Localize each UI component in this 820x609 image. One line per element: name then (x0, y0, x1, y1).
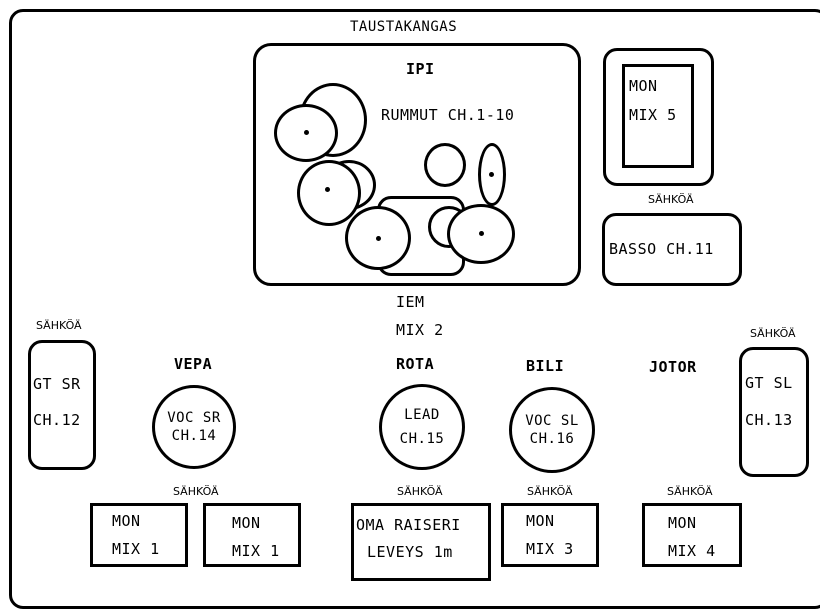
power-label: SÄHKÖÄ (527, 485, 573, 498)
backdrop-label: TAUSTAKANGAS (350, 19, 458, 35)
power-label: SÄHKÖÄ (36, 319, 82, 332)
mon-mix1b-line2: MIX 1 (232, 542, 280, 560)
performer-jotor: JOTOR (649, 358, 697, 376)
power-label: SÄHKÖÄ (173, 485, 219, 498)
mon-mix4-wedge (642, 503, 742, 567)
iem-line2: MIX 2 (396, 321, 444, 339)
drum-center-dot (479, 231, 484, 236)
mon-mix5-line2: MIX 5 (629, 106, 677, 124)
drum-small-tom (424, 143, 466, 187)
gt-sr-line2: CH.12 (33, 411, 81, 429)
drum-center-dot (489, 172, 494, 177)
mic-lead: LEAD CH.15 (379, 384, 465, 470)
mic-lead-line1: LEAD (404, 407, 440, 423)
riser-line2: LEVEYS 1m (367, 543, 453, 561)
mic-voc-sr-line1: VOC SR (167, 410, 221, 426)
riser (351, 503, 491, 581)
power-label: SÄHKÖÄ (667, 485, 713, 498)
mon-mix1-wedge-a (90, 503, 188, 567)
mic-voc-sr: VOC SR CH.14 (152, 385, 236, 469)
drums-label: RUMMUT CH.1-10 (381, 106, 515, 124)
mon-mix4-line2: MIX 4 (668, 542, 716, 560)
mon-mix4-line1: MON (668, 514, 697, 532)
gt-sr-amp (28, 340, 96, 470)
gt-sr-line1: GT SR (33, 375, 81, 393)
mon-mix5-outer (603, 48, 714, 186)
mon-mix3-line1: MON (526, 512, 555, 530)
mon-mix1a-line2: MIX 1 (112, 540, 160, 558)
bass-label: BASSO CH.11 (609, 240, 714, 258)
cymbal (478, 143, 506, 206)
performer-rota: ROTA (396, 355, 435, 373)
mic-voc-sl-line2: CH.16 (529, 431, 575, 447)
mon-mix3-wedge (501, 503, 599, 567)
mon-mix5-wedge (622, 64, 694, 168)
performer-vepa: VEPA (174, 355, 213, 373)
gt-sl-line2: CH.13 (745, 411, 793, 429)
drum-area (253, 43, 581, 286)
mon-mix1a-line1: MON (112, 512, 141, 530)
drums-title: IPI (406, 60, 435, 78)
power-label: SÄHKÖÄ (397, 485, 443, 498)
gt-sl-line1: GT SL (745, 374, 793, 392)
power-label: SÄHKÖÄ (648, 193, 694, 206)
mon-mix1b-line1: MON (232, 514, 261, 532)
performer-bili: BILI (526, 357, 565, 375)
drum-center-dot (376, 236, 381, 241)
power-label: SÄHKÖÄ (750, 327, 796, 340)
mon-mix1-wedge-b (203, 503, 301, 567)
mic-voc-sl-line1: VOC SL (525, 413, 579, 429)
mic-voc-sr-line2: CH.14 (171, 428, 217, 444)
riser-line1: OMA RAISERI (356, 516, 461, 534)
mon-mix3-line2: MIX 3 (526, 540, 574, 558)
mic-lead-line2: CH.15 (399, 431, 445, 447)
gt-sl-amp (739, 347, 809, 477)
drum-center-dot (325, 187, 330, 192)
drum-center-dot (304, 130, 309, 135)
mon-mix5-line1: MON (629, 77, 658, 95)
mic-voc-sl: VOC SL CH.16 (509, 387, 595, 473)
iem-line1: IEM (396, 293, 425, 311)
bass-amp (602, 213, 742, 286)
drum-floor-tom (297, 160, 361, 226)
